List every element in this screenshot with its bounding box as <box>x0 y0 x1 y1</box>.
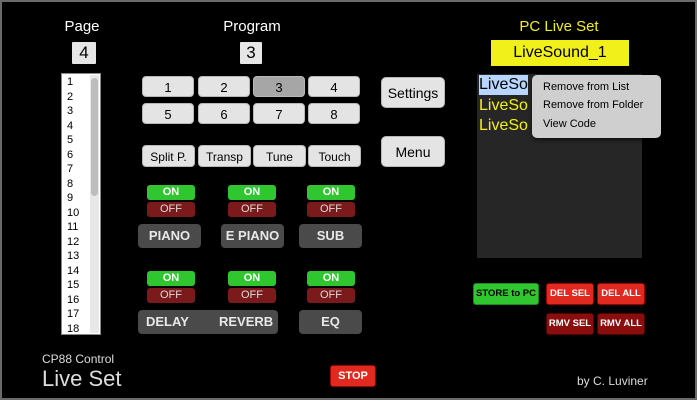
piano-section-button[interactable]: PIANO <box>138 224 201 248</box>
page-list-item[interactable]: 13 <box>67 250 80 262</box>
program-value: 3 <box>240 42 262 64</box>
page-list-item[interactable]: 4 <box>67 119 74 132</box>
eq-on-button[interactable]: ON <box>307 271 355 286</box>
page-list-item[interactable]: 8 <box>67 177 74 190</box>
author-credit: by C. Luviner <box>577 374 648 388</box>
sub-section-button[interactable]: SUB <box>299 224 362 248</box>
reverb-on-button[interactable]: ON <box>228 271 276 286</box>
delay-reverb-panel: DELAY REVERB <box>138 310 278 334</box>
delay-off-button[interactable]: OFF <box>147 288 195 303</box>
stop-button[interactable]: STOP <box>330 365 376 387</box>
page-list-item[interactable]: 1 <box>67 76 74 88</box>
app-subtitle: CP88 Control <box>42 352 115 366</box>
touch-button[interactable]: Touch <box>308 145 361 167</box>
live-set-list-item[interactable]: LiveSo <box>479 75 528 95</box>
page-list-scroll-thumb[interactable] <box>91 78 98 196</box>
delay-section-button[interactable]: DELAY <box>146 314 189 329</box>
program-button-2[interactable]: 2 <box>198 76 250 97</box>
live-set-list-item[interactable]: LiveSo <box>479 97 528 114</box>
page-list-item[interactable]: 7 <box>67 163 74 175</box>
page-list-item[interactable]: 9 <box>67 192 74 204</box>
program-button-3[interactable]: 3 <box>253 76 305 97</box>
remove-selected-button[interactable]: RMV SEL <box>546 313 594 335</box>
menu-button[interactable]: Menu <box>381 136 445 167</box>
program-button-8[interactable]: 8 <box>308 103 360 124</box>
delete-selected-button[interactable]: DEL SEL <box>546 283 594 305</box>
reverb-off-button[interactable]: OFF <box>228 288 276 303</box>
page-list[interactable]: 1 2 3 4 5 6 7 8 9 10 11 12 13 14 15 16 1… <box>61 73 101 335</box>
sub-on-button[interactable]: ON <box>307 185 355 200</box>
epiano-off-button[interactable]: OFF <box>228 202 276 217</box>
program-button-4[interactable]: 4 <box>308 76 360 97</box>
settings-button[interactable]: Settings <box>381 77 445 108</box>
context-menu: Remove from List Remove from Folder View… <box>532 75 661 138</box>
page-list-item[interactable]: 5 <box>67 134 74 146</box>
page-list-item[interactable]: 16 <box>67 293 80 306</box>
page-list-scrollbar[interactable] <box>90 75 99 333</box>
epiano-section-button[interactable]: E PIANO <box>221 224 284 248</box>
page-list-item[interactable]: 12 <box>67 235 80 248</box>
page-list-item[interactable]: 14 <box>67 264 80 277</box>
epiano-on-button[interactable]: ON <box>228 185 276 200</box>
delay-on-button[interactable]: ON <box>147 271 195 286</box>
program-label: Program <box>223 18 281 35</box>
tune-button[interactable]: Tune <box>253 145 306 167</box>
piano-off-button[interactable]: OFF <box>147 202 195 217</box>
live-set-name: LiveSound_1 <box>491 40 629 66</box>
page-list-item[interactable]: 18 <box>67 322 80 335</box>
context-menu-remove-from-list[interactable]: Remove from List <box>543 81 630 93</box>
program-button-5[interactable]: 5 <box>142 103 194 124</box>
page-list-item[interactable]: 15 <box>67 279 80 291</box>
eq-off-button[interactable]: OFF <box>307 288 355 303</box>
split-point-button[interactable]: Split P. <box>142 145 195 167</box>
reverb-section-button[interactable]: REVERB <box>219 314 274 329</box>
context-menu-remove-from-folder[interactable]: Remove from Folder <box>543 99 644 111</box>
live-set-list-item[interactable]: LiveSo <box>479 117 528 134</box>
page-list-item[interactable]: 10 <box>67 206 80 219</box>
eq-section-button[interactable]: EQ <box>299 310 362 334</box>
delete-all-button[interactable]: DEL ALL <box>597 283 645 305</box>
program-button-6[interactable]: 6 <box>198 103 250 124</box>
page-list-item[interactable]: 17 <box>67 308 80 320</box>
page-list-item[interactable]: 2 <box>67 90 74 103</box>
remove-all-button[interactable]: RMV ALL <box>597 313 645 335</box>
page-list-item[interactable]: 11 <box>67 221 79 233</box>
page-list-item[interactable]: 6 <box>67 148 74 161</box>
page-value: 4 <box>72 42 96 64</box>
app-title: Live Set <box>42 366 122 391</box>
piano-on-button[interactable]: ON <box>147 185 195 200</box>
context-menu-view-code[interactable]: View Code <box>543 118 596 130</box>
page-list-item[interactable]: 3 <box>67 105 74 117</box>
transpose-button[interactable]: Transp <box>198 145 251 167</box>
program-button-1[interactable]: 1 <box>142 76 194 97</box>
live-set-label: PC Live Set <box>519 18 599 35</box>
page-label: Page <box>64 18 100 35</box>
store-to-pc-button[interactable]: STORE to PC <box>473 283 539 305</box>
program-button-7[interactable]: 7 <box>253 103 305 124</box>
sub-off-button[interactable]: OFF <box>307 202 355 217</box>
